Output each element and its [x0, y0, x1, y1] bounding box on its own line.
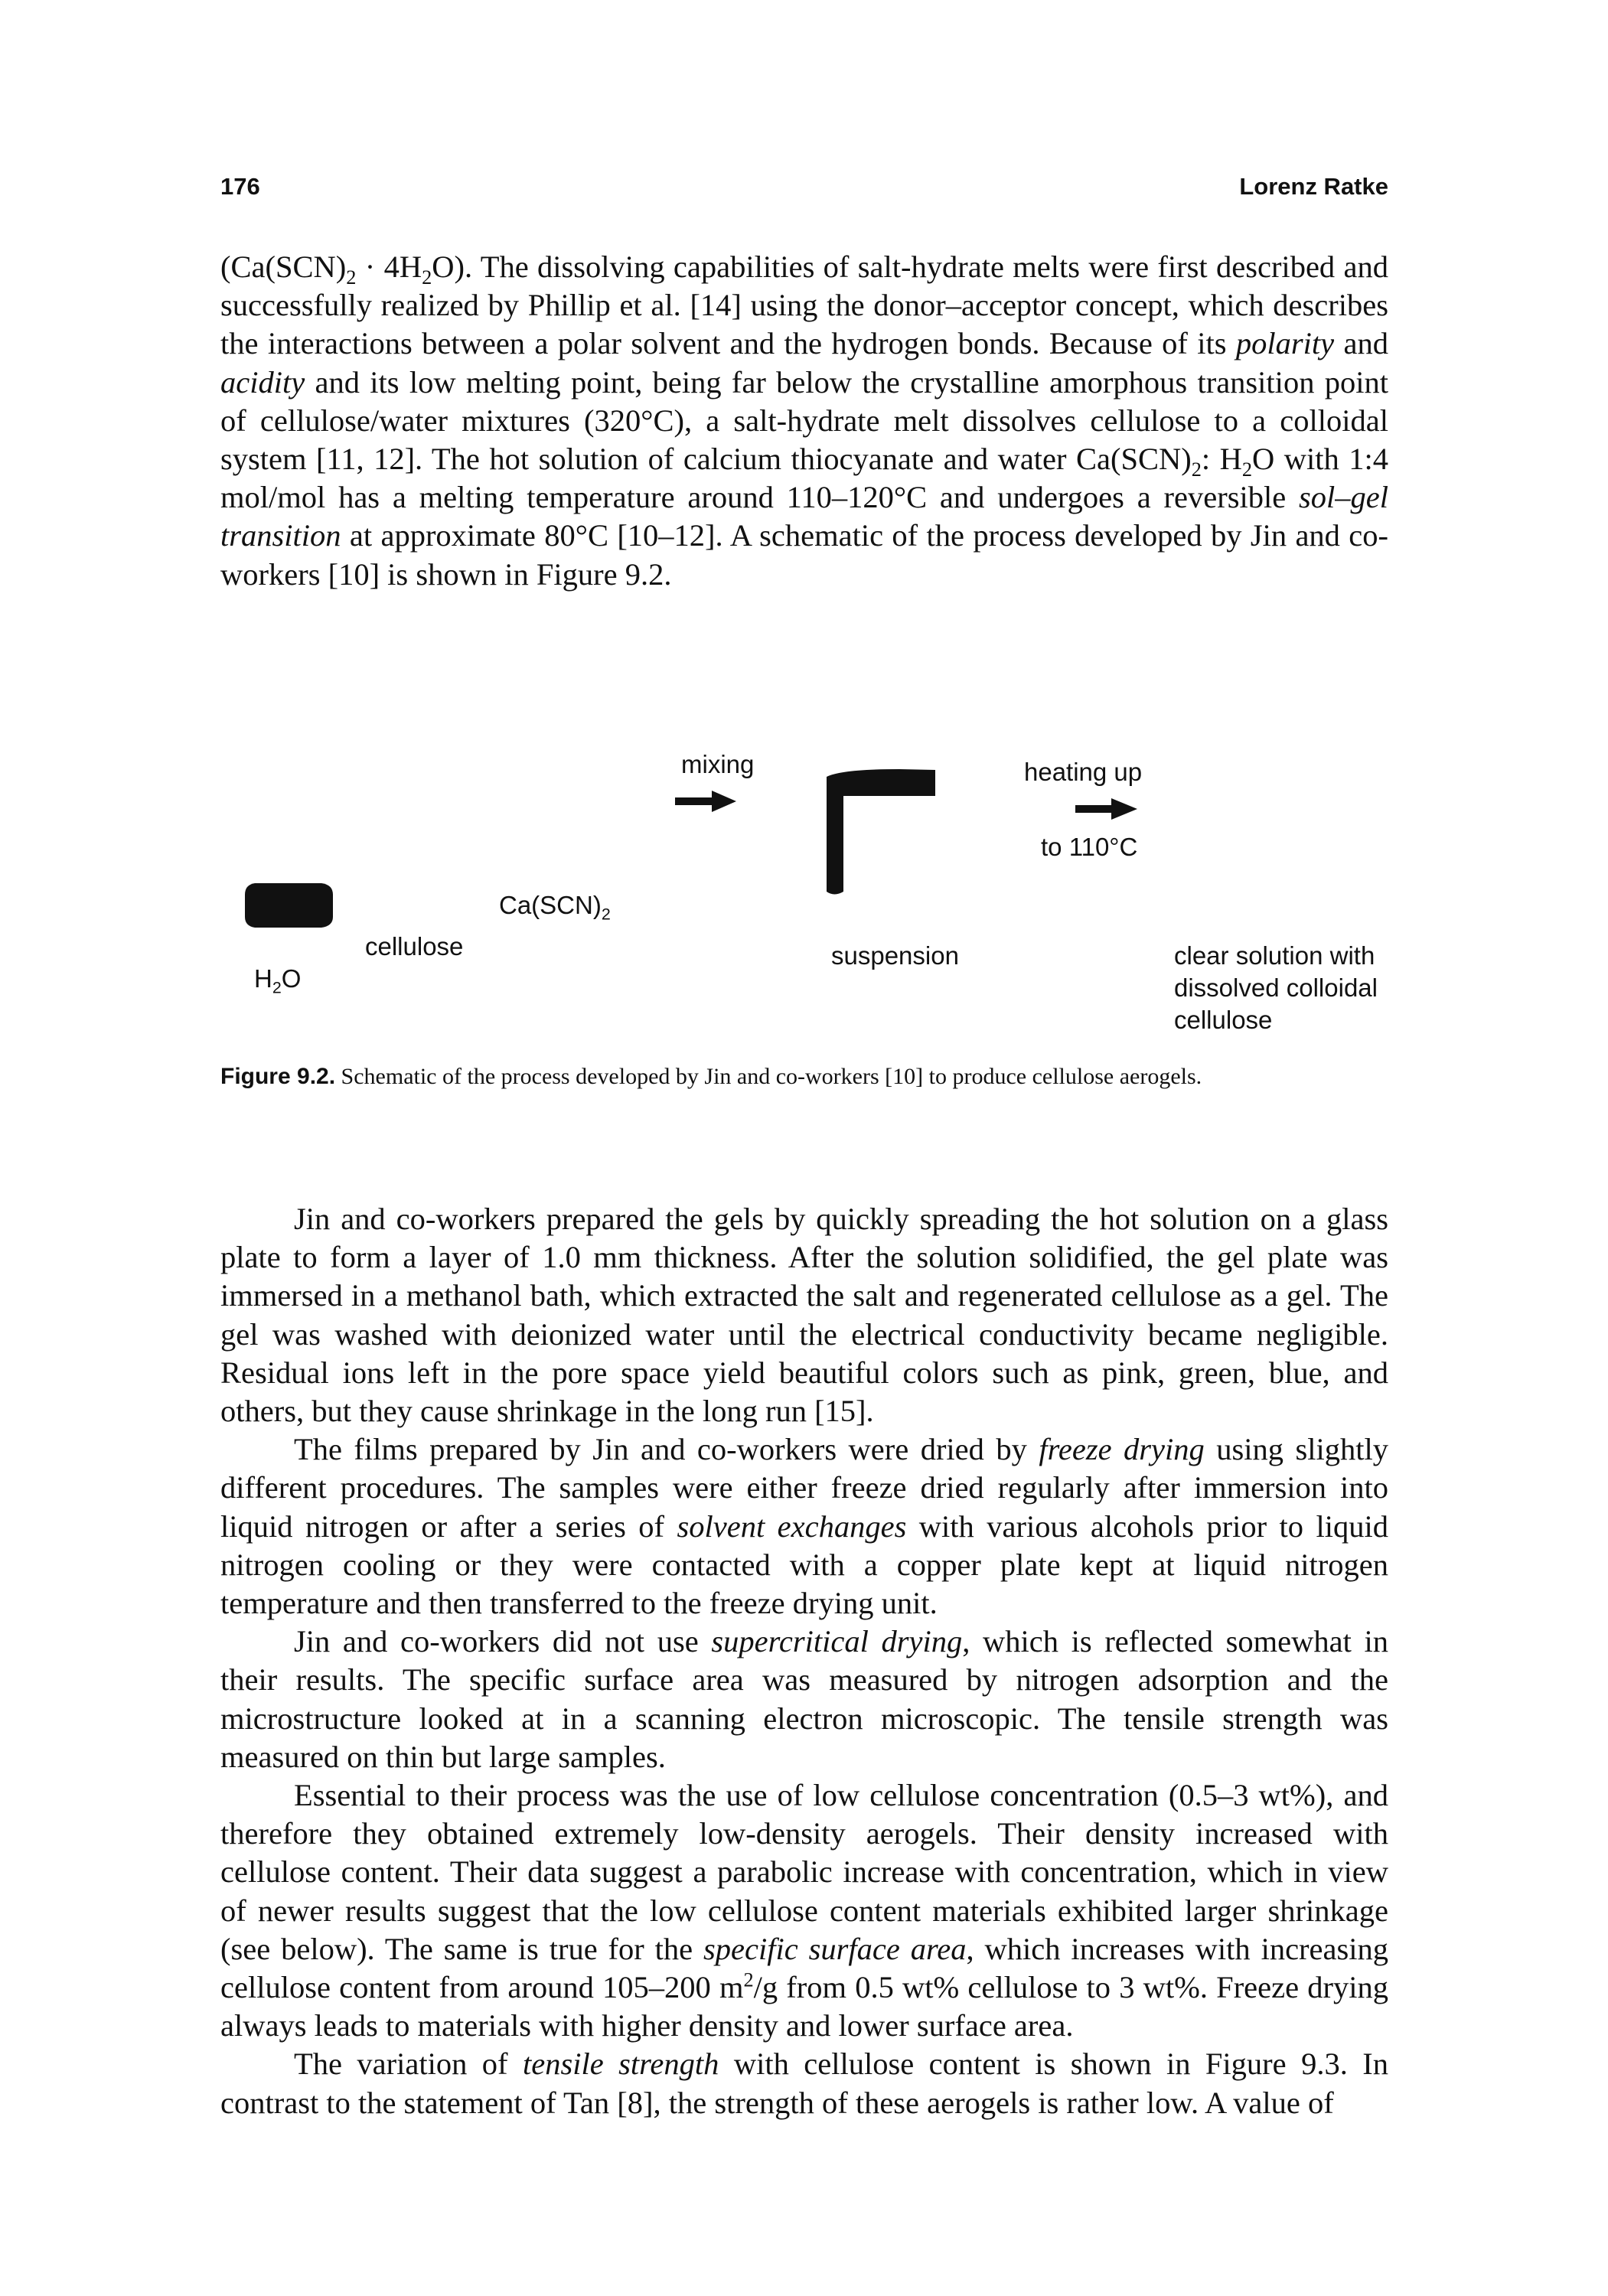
label-cellulose: cellulose [365, 932, 464, 960]
paragraph: Essential to their process was the use o… [220, 1778, 1388, 2043]
paragraph: Jin and co-workers did not use supercrit… [220, 1624, 1388, 1774]
paragraph: The variation of tensile strength with c… [220, 2047, 1389, 2120]
paragraph: (Ca(SCN)2 · 4H2O). The dissolving capabi… [220, 249, 1389, 592]
suspension-vessel-icon [827, 769, 935, 895]
figure-shapes [245, 769, 1137, 928]
figure-caption: Figure 9.2. Schematic of the process dev… [220, 1064, 1388, 1090]
label-casn: Ca(SCN)2 [499, 891, 611, 924]
body-block-top: (Ca(SCN)2 · 4H2O). The dissolving capabi… [220, 248, 1388, 594]
label-mixing: mixing [681, 750, 755, 778]
label-result-line1: clear solution with [1174, 941, 1375, 970]
caption-text: Schematic of the process developed by Ji… [335, 1064, 1202, 1089]
page-number: 176 [220, 173, 260, 200]
label-result-line2: dissolved colloidal [1174, 974, 1378, 1002]
label-suspension: suspension [831, 941, 959, 970]
caption-label: Figure 9.2. [220, 1064, 336, 1089]
heating-arrow-icon [1075, 798, 1137, 820]
paragraph: The films prepared by Jin and co-workers… [220, 1432, 1388, 1621]
body-block-bottom: Jin and co-workers prepared the gels by … [220, 1200, 1388, 2122]
running-author: Lorenz Ratke [1239, 173, 1388, 200]
figure-9-2: mixing heating up to 110°C Ca(SCN)2 cell… [207, 735, 1401, 1064]
label-water: H2O [254, 964, 302, 997]
paragraph: Jin and co-workers prepared the gels by … [220, 1202, 1388, 1429]
label-result-line3: cellulose [1174, 1006, 1273, 1034]
label-temperature: to 110°C [1041, 833, 1138, 861]
label-heating-up: heating up [1024, 758, 1143, 786]
mixing-arrow-icon [675, 791, 736, 812]
water-disc-icon [245, 883, 333, 928]
